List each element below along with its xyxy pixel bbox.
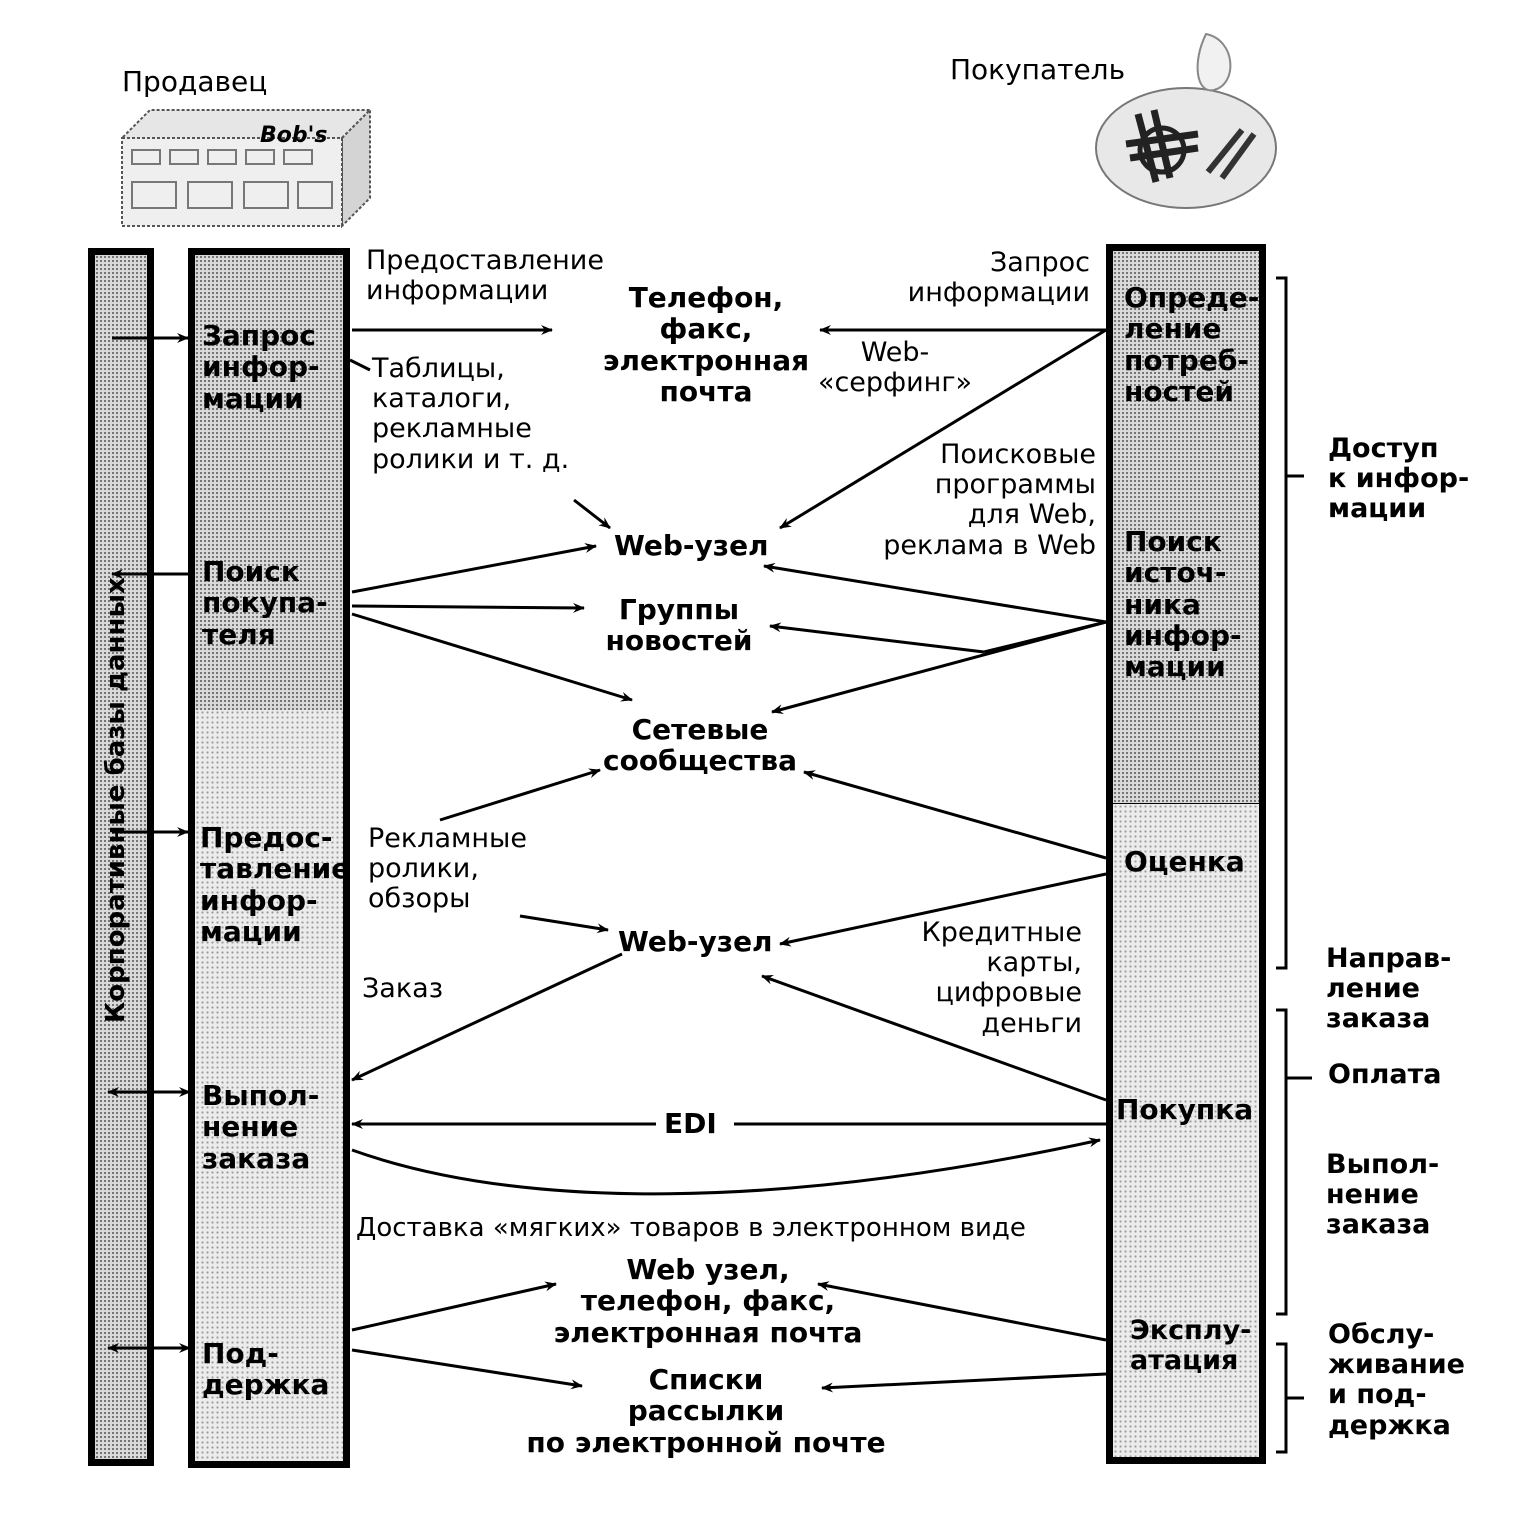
- phase-service-support: Обслу- живание и под- держка: [1328, 1319, 1465, 1441]
- buyer-label: Покупатель: [950, 53, 1126, 86]
- buyer-column-lower: [1106, 804, 1266, 1464]
- store-sign: Bob's: [260, 123, 328, 148]
- channel-edi: EDI: [664, 1107, 717, 1140]
- seller-label: Продавец: [122, 65, 268, 98]
- seller-stage-order-fulfillment: Выпол- нение заказа: [202, 1079, 320, 1175]
- buyer-stage-evaluation: Оценка: [1124, 845, 1245, 878]
- phase-order-routing: Направ- ление заказа: [1326, 943, 1452, 1035]
- annotation-credit-cards: Кредитные карты, цифровые деньги: [921, 917, 1082, 1039]
- store-icon: Bob's: [108, 104, 378, 230]
- phase-order-fulfillment: Выпол- нение заказа: [1326, 1149, 1440, 1241]
- seller-stage-info-provision: Предос- тавление инфор- мации: [200, 821, 351, 949]
- channel-newsgroups: Группы новостей: [605, 593, 753, 658]
- seller-column: [188, 248, 350, 718]
- channel-web-node-1: Web-узел: [614, 529, 769, 562]
- corporate-database-column: [88, 248, 154, 1466]
- buyer-stage-source-search: Поиск источ- ника инфор- мации: [1124, 525, 1242, 684]
- buyer-column: [1106, 244, 1266, 810]
- annotation-tables-catalogs: Таблицы, каталоги, рекламные ролики и т.…: [372, 353, 570, 475]
- seller-stage-customer-search: Поиск покупа- теля: [202, 555, 328, 651]
- buyer-stage-needs-definition: Опреде- ление потреб- ностей: [1124, 281, 1260, 409]
- channel-mailing-lists: Списки рассылки по электронной почте: [526, 1363, 886, 1459]
- annotation-order: Заказ: [362, 973, 444, 1004]
- annotation-info-request: Запрос информации: [907, 247, 1090, 309]
- channel-communities: Сетевые сообщества: [602, 713, 797, 778]
- buyer-icon: [1086, 22, 1286, 222]
- channel-web-node-2: Web-узел: [618, 925, 773, 958]
- annotation-info-provision: Предоставление информации: [366, 245, 604, 307]
- phase-payment: Оплата: [1328, 1059, 1442, 1090]
- channel-support: Web узел, телефон, факс, электронная поч…: [553, 1253, 863, 1349]
- seller-stage-support: Под- держка: [202, 1337, 330, 1402]
- annotation-search-programs: Поисковые программы для Web, реклама в W…: [883, 439, 1096, 561]
- buyer-stage-exploitation: Эксплу- атация: [1130, 1315, 1252, 1377]
- annotation-soft-goods: Доставка «мягких» товаров в электронном …: [356, 1213, 1026, 1243]
- buyer-stage-purchase: Покупка: [1116, 1093, 1254, 1126]
- phase-info-access: Доступ к инфор- мации: [1328, 433, 1470, 525]
- channel-phone-fax-email: Телефон, факс, электронная почта: [602, 281, 810, 409]
- seller-stage-info-request: Запрос инфор- мации: [202, 319, 320, 415]
- seller-column-lower: [188, 710, 350, 1468]
- annotation-ads-reviews: Рекламные ролики, обзоры: [368, 823, 527, 915]
- annotation-web-surfing: Web- «серфинг»: [817, 337, 973, 399]
